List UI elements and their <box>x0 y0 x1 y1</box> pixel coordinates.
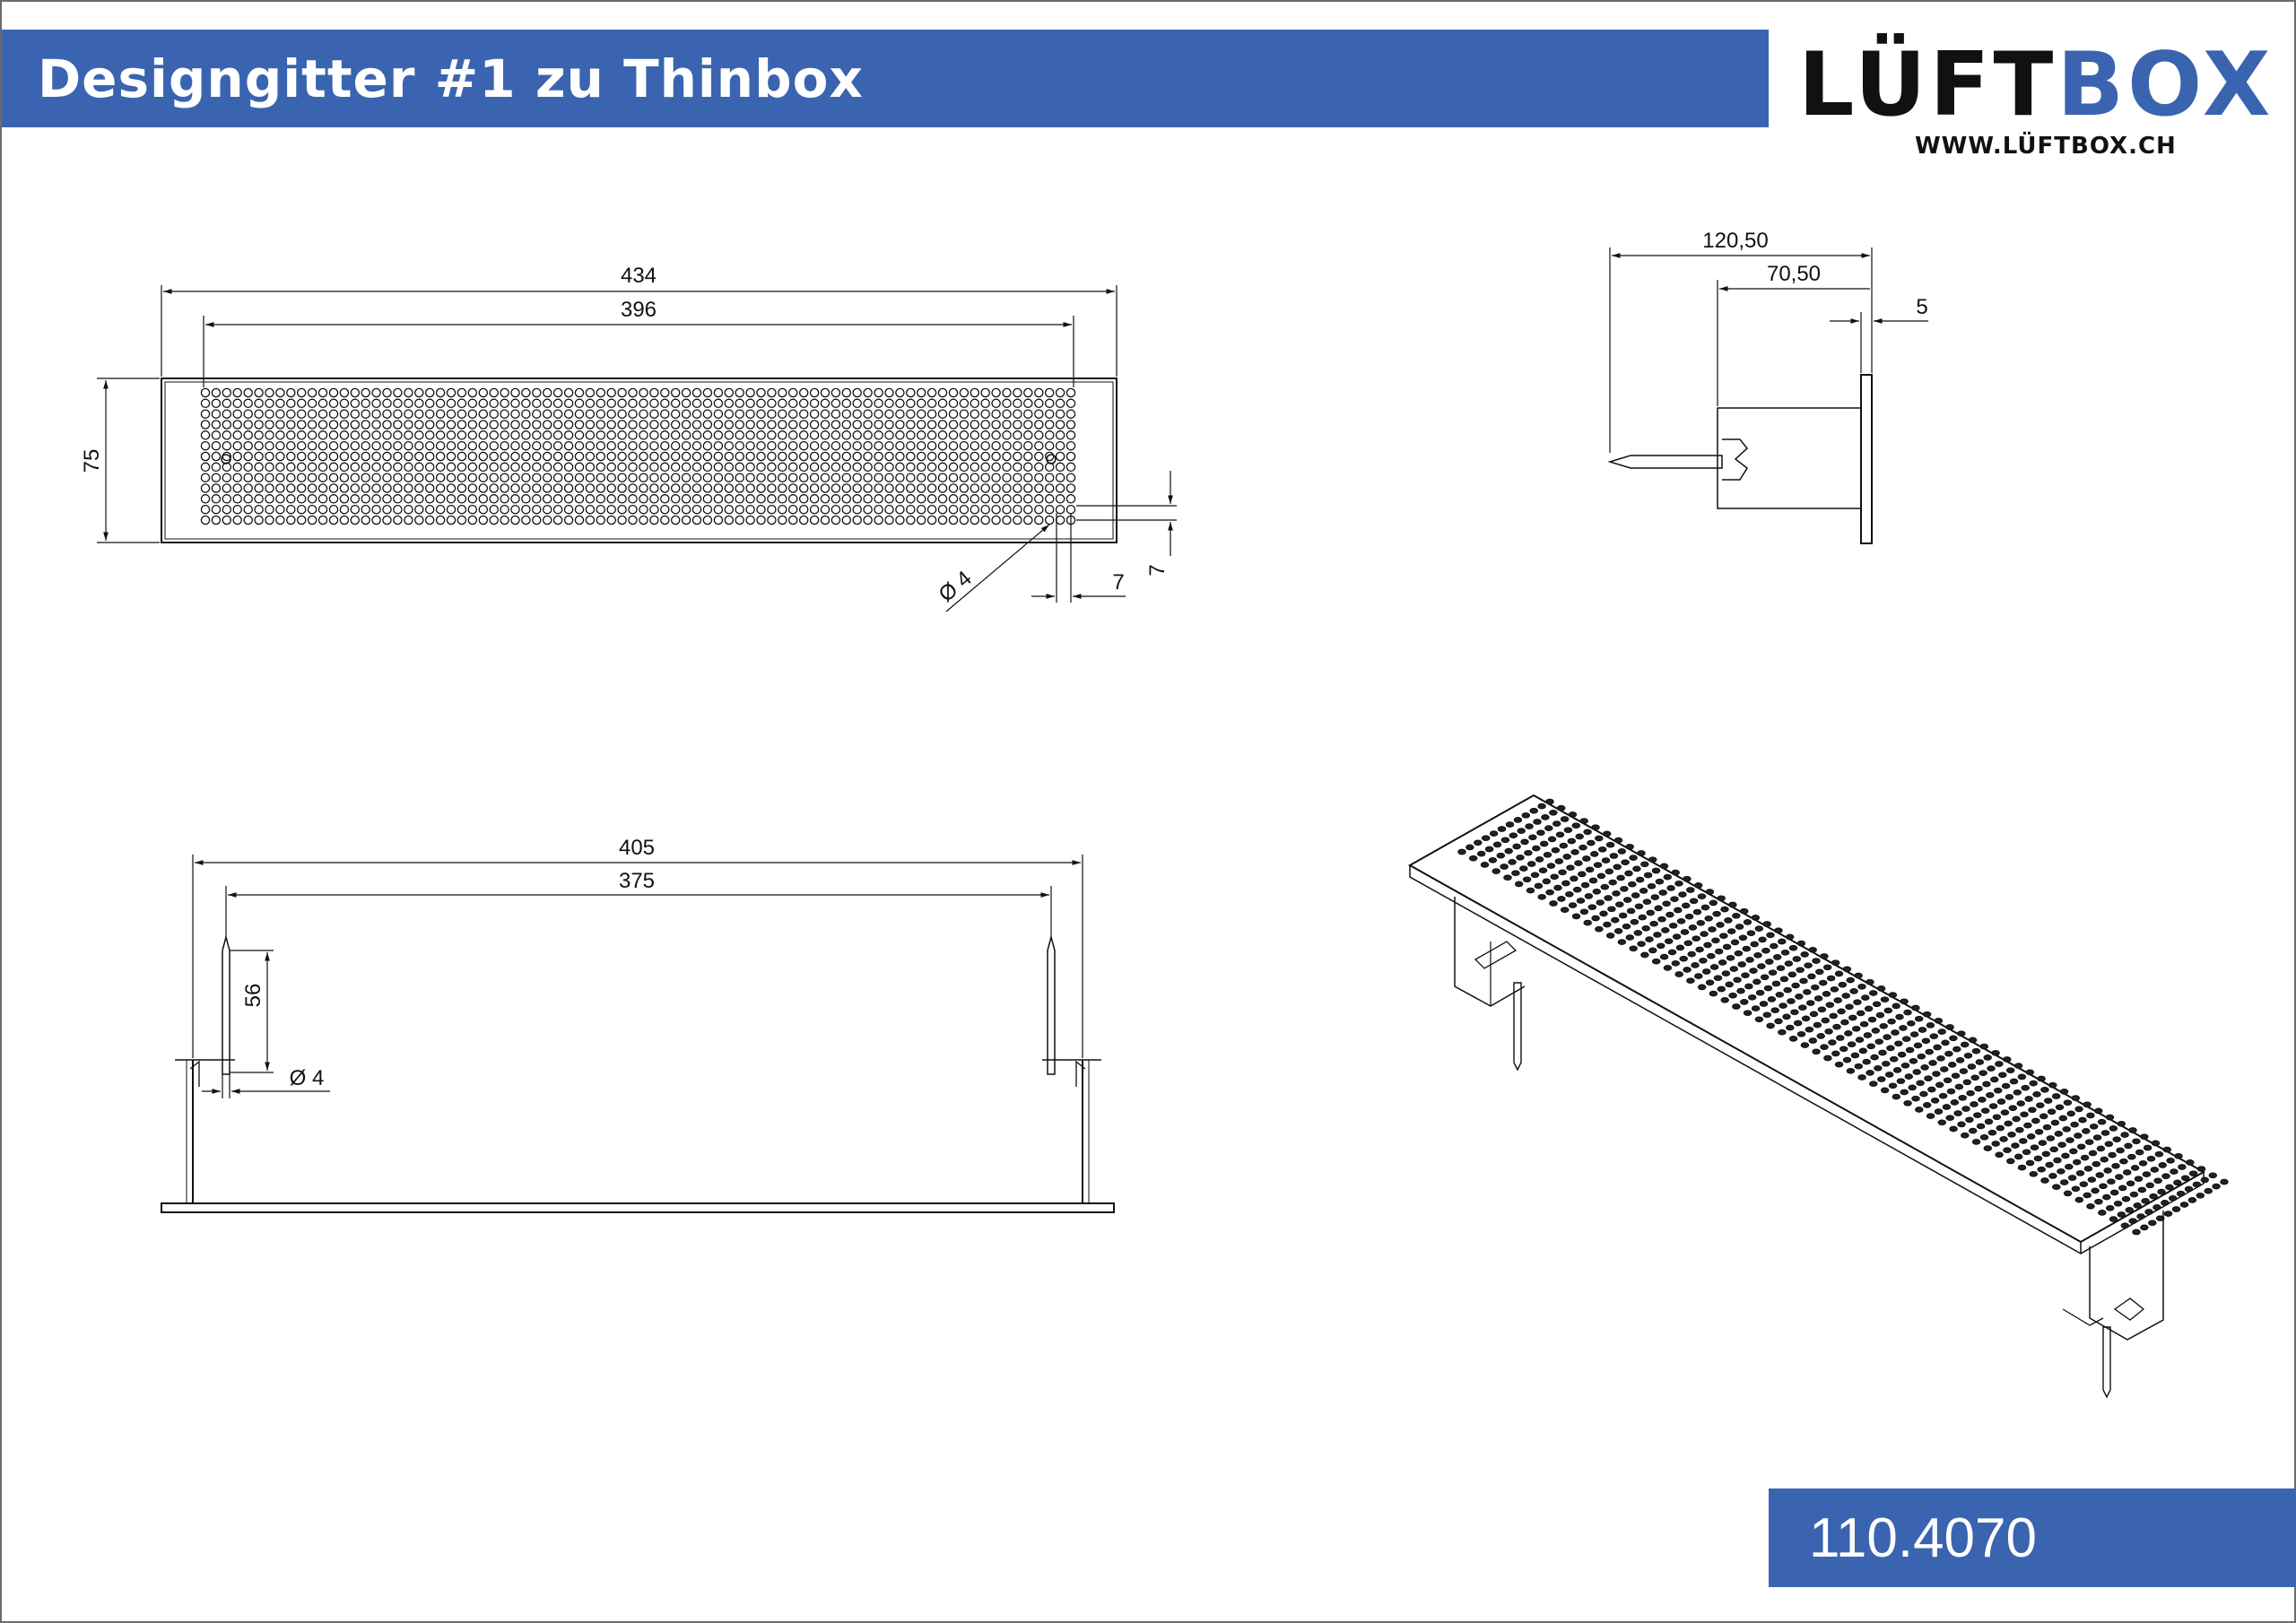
dim-side-plate-thickness: 5 <box>1916 295 1927 319</box>
side-plate <box>1860 374 1873 544</box>
iso-perforation-grid <box>1457 798 2229 1236</box>
bottom-plate <box>161 1202 1115 1213</box>
dim-pin-length: 56 <box>241 984 265 1008</box>
side-pin <box>1607 455 1723 469</box>
front-view <box>97 285 1177 612</box>
part-number-box: 110.4070 <box>1769 1488 2296 1587</box>
logo-wordmark: LÜFTBOX <box>1798 36 2274 135</box>
page-title: Designgitter #1 zu Thinbox <box>38 48 864 109</box>
side-clip <box>1722 438 1749 481</box>
dim-bottom-pin-spacing: 375 <box>619 869 655 893</box>
dim-hole-pitch-vertical: 7 <box>1145 564 1170 576</box>
dim-side-frame-depth: 70,50 <box>1767 262 1821 286</box>
dim-front-height: 75 <box>80 449 104 473</box>
dim-front-overall-width: 434 <box>621 264 657 288</box>
mount-hole-right <box>1046 454 1057 464</box>
brand-logo: LÜFTBOX WWW.LÜFTBOX.CH <box>1798 36 2274 160</box>
isometric-view <box>1407 794 2229 1399</box>
title-bar: Designgitter #1 zu Thinbox <box>2 30 1769 127</box>
side-frame <box>1717 407 1862 509</box>
dim-front-perforation-width: 396 <box>621 298 657 322</box>
mount-hole-left <box>221 454 231 464</box>
logo-url: WWW.LÜFTBOX.CH <box>1915 133 2177 160</box>
iso-bracket-left <box>1454 897 1526 1007</box>
dim-bottom-overall-width: 405 <box>619 836 655 860</box>
iso-bracket-right <box>2089 1211 2164 1341</box>
dim-hole-diameter: Ø 4 <box>935 566 977 607</box>
part-number: 110.4070 <box>1809 1506 2037 1569</box>
front-plate-outline <box>161 378 1118 543</box>
dim-hole-pitch-horizontal: 7 <box>1112 570 1124 595</box>
bottom-pin-left <box>222 934 230 1075</box>
iso-pin-left <box>1513 982 1522 1072</box>
bottom-pin-right <box>1047 934 1056 1075</box>
bottom-view <box>161 855 1115 1213</box>
logo-word-black: LÜFT <box>1798 34 2057 136</box>
iso-pin-right <box>2102 1326 2111 1399</box>
dim-pin-diameter: Ø 4 <box>290 1066 325 1090</box>
dim-side-total-depth: 120,50 <box>1702 229 1768 253</box>
side-view <box>1607 247 1928 544</box>
logo-word-blue: BOX <box>2057 34 2274 136</box>
perforation-grid <box>200 387 1076 525</box>
